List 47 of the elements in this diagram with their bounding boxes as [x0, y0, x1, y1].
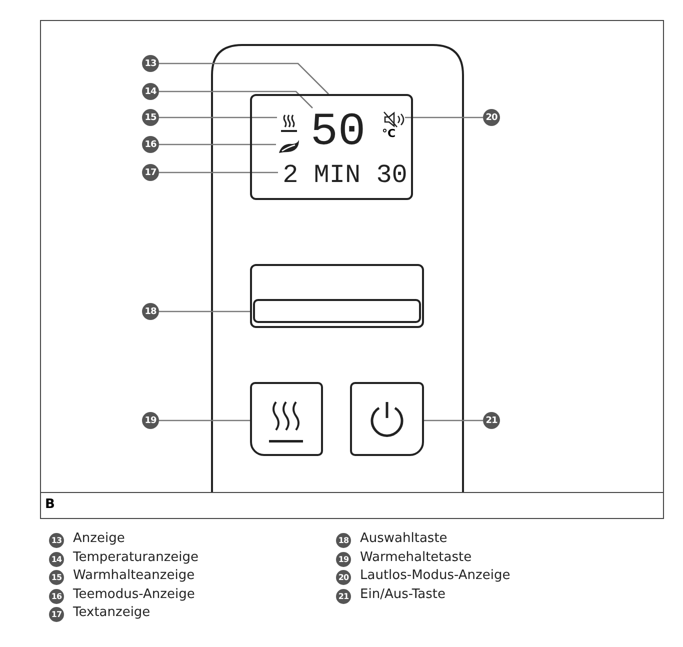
mute-speaker-icon — [383, 111, 407, 128]
steam-icon — [279, 113, 299, 133]
callout-number: 16 — [142, 136, 159, 153]
part-name: Warmehaltetaste — [360, 550, 472, 564]
part-name: Lautlos-Modus-Anzeige — [360, 568, 510, 583]
keep-warm-button — [250, 382, 323, 456]
callout-number: 13 — [49, 533, 64, 548]
leader-line — [405, 116, 483, 118]
leader-line — [159, 144, 276, 146]
callout-number: 21 — [483, 412, 500, 429]
callout-number: 20 — [483, 109, 500, 126]
callout-number: 14 — [49, 552, 64, 566]
leaf-icon — [278, 139, 300, 155]
power-button — [350, 382, 424, 456]
leader-line — [424, 420, 483, 422]
callout-number: 15 — [142, 109, 159, 126]
time-readout: 2 MIN 30 — [280, 157, 410, 193]
figure-label: B — [45, 497, 55, 512]
unit-label: °C — [382, 127, 396, 140]
callout-number: 17 — [142, 164, 159, 181]
callout-number: 18 — [336, 533, 351, 548]
leader-line — [159, 116, 277, 118]
callout-number: 15 — [49, 570, 64, 585]
callout-number: 14 — [142, 83, 159, 100]
part-name: Anzeige — [73, 531, 125, 546]
leader-line — [159, 172, 278, 174]
callout-number: 19 — [336, 552, 351, 566]
callout-number: 16 — [49, 588, 64, 604]
part-name: Teemodus-Anzeige — [73, 586, 195, 602]
callout-number: 17 — [49, 607, 64, 622]
part-name: Warmhalteanzeige — [73, 568, 195, 583]
leader-line — [159, 420, 250, 422]
part-name: Ein/Aus-Taste — [360, 586, 446, 602]
callout-number: 21 — [336, 588, 351, 604]
leader-line — [159, 310, 250, 312]
callout-number: 20 — [336, 570, 351, 585]
callout-number: 18 — [142, 303, 159, 320]
part-name: Temperaturanzeige — [73, 550, 199, 564]
part-name: Textanzeige — [73, 605, 150, 620]
leader-line — [159, 90, 313, 108]
selection-button — [250, 264, 424, 328]
leader-line — [159, 62, 329, 94]
callout-number: 13 — [142, 55, 159, 72]
callout-number: 19 — [142, 412, 159, 429]
part-name: Auswahltaste — [360, 531, 448, 546]
display-panel — [250, 94, 413, 200]
temperature-readout: 50 — [307, 110, 369, 154]
